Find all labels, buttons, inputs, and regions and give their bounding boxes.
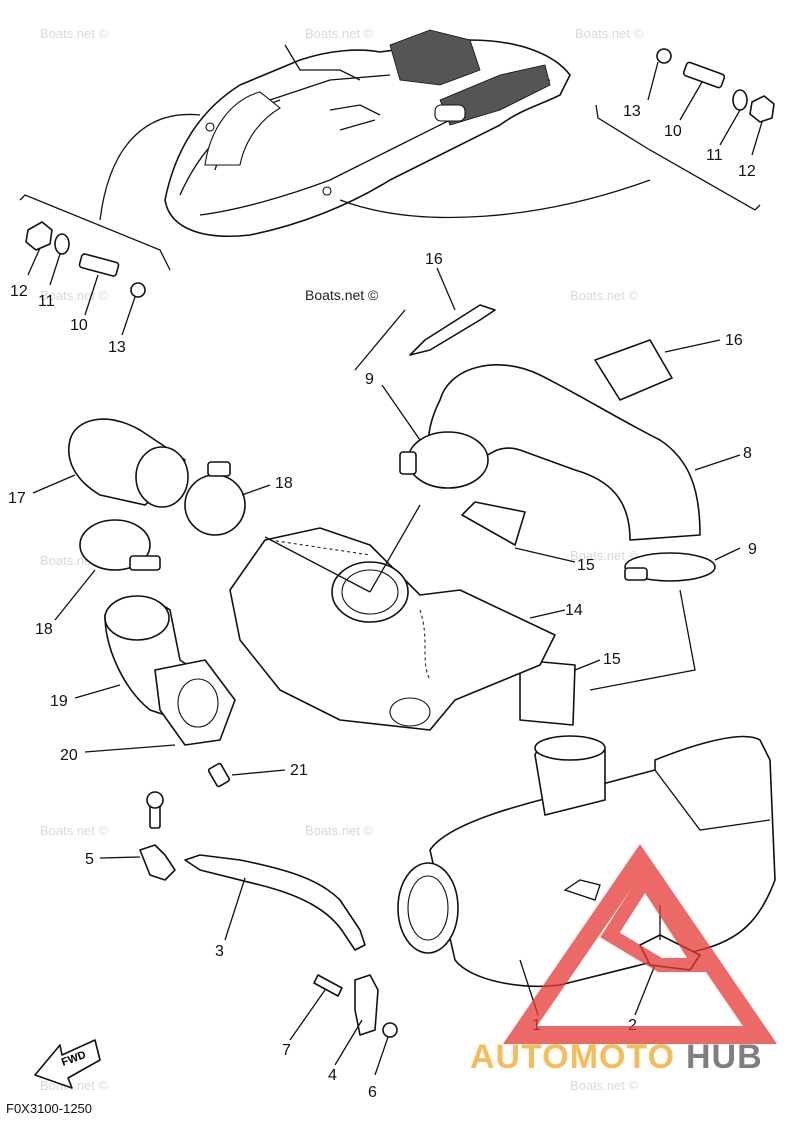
- callout-14: 14: [565, 602, 583, 619]
- watermark-dark: Boats.net ©: [305, 287, 379, 303]
- bracket-4: [354, 974, 379, 1036]
- callout-2: 2: [628, 1017, 637, 1034]
- callout-20: 20: [60, 747, 78, 764]
- watermark: Boats.net ©: [40, 288, 109, 303]
- nipple-10-left: [78, 253, 120, 277]
- callout-4: 4: [328, 1067, 337, 1084]
- fwd-arrow: FWD: [34, 1039, 101, 1089]
- logo-text-auto: AUTOMOTO: [470, 1038, 675, 1076]
- callout-10: 10: [70, 317, 88, 334]
- callout-18: 18: [275, 475, 293, 492]
- washer-6: [382, 1022, 398, 1038]
- fitting-group-right: [656, 48, 775, 123]
- bracket-5: [139, 844, 176, 881]
- callout-19: 19: [50, 693, 68, 710]
- watermark: Boats.net ©: [40, 823, 109, 838]
- callout-15: 15: [603, 651, 621, 668]
- callout-17: 17: [8, 490, 26, 507]
- pad-16-top: [409, 304, 496, 356]
- callout-13: 13: [623, 103, 641, 120]
- leader-lines: [27, 61, 763, 1076]
- nut-12-right: [749, 95, 775, 123]
- callout-5: 5: [85, 851, 94, 868]
- callout-3: 3: [215, 943, 224, 960]
- clamp-9-top: [407, 431, 489, 489]
- watercraft-illustration: [164, 29, 571, 238]
- callout-13: 13: [108, 339, 126, 356]
- callout-16: 16: [425, 251, 443, 268]
- callout-15: 15: [577, 557, 595, 574]
- callouts: 13 10 11 12 12 11 10 13 16 16 9 8 9 15 1…: [8, 103, 757, 1101]
- clamp-9-screw: [399, 451, 417, 475]
- bracket-left: [19, 194, 171, 271]
- watermark: Boats.net ©: [40, 26, 109, 41]
- water-box-14: [229, 527, 556, 731]
- callout-12: 12: [10, 283, 28, 300]
- clamp-13-right: [656, 48, 672, 64]
- nut-12-left: [25, 221, 53, 251]
- bolt-21: [207, 762, 231, 788]
- pad-15-bottom: [519, 659, 576, 726]
- callout-12: 12: [738, 163, 756, 180]
- pointer-arrow: [339, 179, 651, 219]
- callout-18: 18: [35, 621, 53, 638]
- bracket-right: [595, 104, 761, 211]
- clamp-18-right: [184, 474, 246, 536]
- nipple-10-right: [682, 61, 726, 89]
- callout-9: 9: [748, 541, 757, 558]
- automotohub-logo: AUTOMOTO HUB: [470, 844, 778, 1076]
- strap-3: [184, 854, 366, 951]
- callout-6: 6: [368, 1084, 377, 1101]
- watermark: Boats.net ©: [305, 26, 374, 41]
- clamp-13-left: [130, 282, 146, 298]
- logo-triangle: [502, 844, 778, 1044]
- callout-16: 16: [725, 332, 743, 349]
- callout-11: 11: [38, 293, 55, 310]
- callout-9: 9: [365, 371, 374, 388]
- watermark: Boats.net ©: [570, 288, 639, 303]
- callout-11: 11: [706, 147, 723, 164]
- elbow-19-mouth: [104, 595, 170, 641]
- watermark: Boats.net ©: [575, 26, 644, 41]
- elbow-17-mouth: [135, 446, 189, 508]
- watermark: Boats.net ©: [570, 548, 639, 563]
- watermark: Boats.net ©: [570, 1078, 639, 1093]
- washer-11-right: [732, 89, 748, 111]
- logo-text-hub: HUB: [686, 1038, 763, 1076]
- diagram-code: F0X3100-1250: [6, 1101, 92, 1116]
- watermark: Boats.net ©: [305, 823, 374, 838]
- callout-10: 10: [664, 123, 682, 140]
- callout-7: 7: [282, 1042, 291, 1059]
- pad-16-right: [594, 339, 673, 401]
- pointer-arrow: [99, 113, 201, 221]
- callout-8: 8: [743, 445, 752, 462]
- bolt-7: [313, 974, 343, 997]
- pad-15-top: [461, 501, 526, 546]
- fitting-group-left: [25, 221, 146, 298]
- callout-21: 21: [290, 762, 308, 779]
- washer-11-left: [54, 233, 70, 255]
